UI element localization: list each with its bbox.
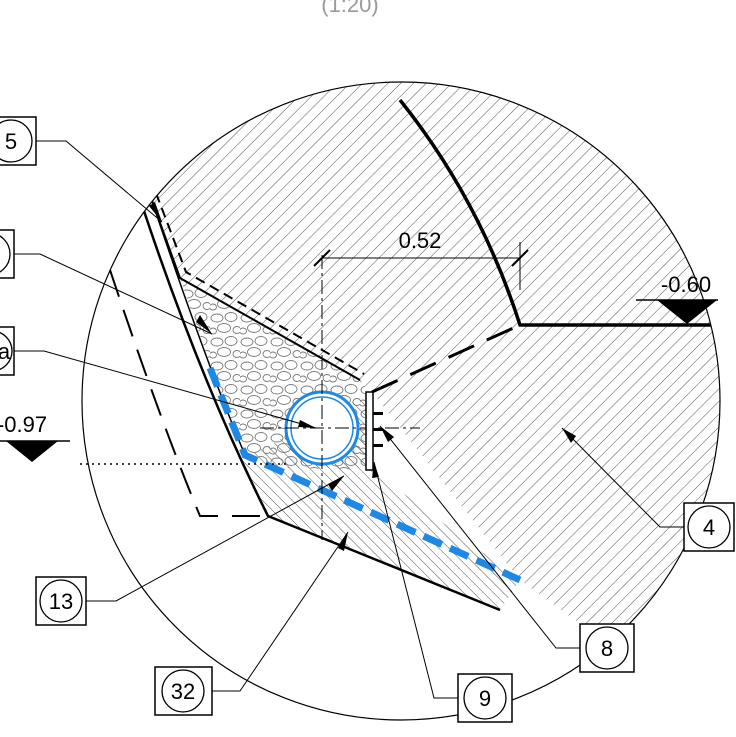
leader-4 [561,427,684,528]
arrow-2 [196,315,212,334]
callout-5: 5 [0,116,37,166]
dashed-boundary-left [109,269,268,517]
leader-8 [379,425,580,649]
level-right-value: -0.60 [661,272,711,297]
callout-8-label: 8 [601,636,613,661]
callout-2 [0,229,15,279]
dashed-boundary-right [371,323,521,394]
callout-5-label: 5 [5,129,17,154]
callout-13-label: 13 [49,589,73,614]
leader-a [14,350,317,429]
wall-anchor-1 [373,412,383,415]
wall-anchor-3 [373,444,383,447]
callout-9-label: 9 [479,686,491,711]
callout-a: a [0,326,15,376]
level-left-marker [6,441,58,462]
leader-9 [373,461,458,699]
wall-anchor-2 [373,428,383,431]
leader-13 [86,475,345,602]
arrow-9 [372,462,379,478]
check-wall [365,391,374,471]
detail-circle [81,81,721,721]
callout-32-label: 32 [171,679,195,704]
leader-2 [14,253,213,335]
scale-label: (1:20) [321,0,378,17]
dimension-value: 0.52 [399,228,442,253]
geotextile-dash [155,192,365,375]
callout-8: 8 [579,623,635,673]
callout-13: 13 [35,576,87,626]
detail-contents [109,82,720,720]
callout-4-label: 4 [703,515,715,540]
arrow-32 [338,532,348,551]
arrow-5 [149,202,162,222]
arrow-4 [562,428,576,443]
arrow-8 [380,426,394,442]
arrow-a [298,420,316,428]
callout-4: 4 [683,502,735,552]
level-right-marker [657,300,717,324]
callout-a-label: a [0,339,11,364]
leader-32 [212,531,349,692]
cut-line [398,98,720,327]
leader-5 [36,140,163,223]
level-left-value: -0.97 [0,412,47,437]
callout-9: 9 [457,673,513,723]
dimension-tick-left [313,249,331,267]
drain-membrane [206,366,522,584]
arrow-13 [328,476,344,491]
geotextile-line [149,194,361,381]
slope-edge [140,204,501,612]
callout-32: 32 [154,666,213,716]
